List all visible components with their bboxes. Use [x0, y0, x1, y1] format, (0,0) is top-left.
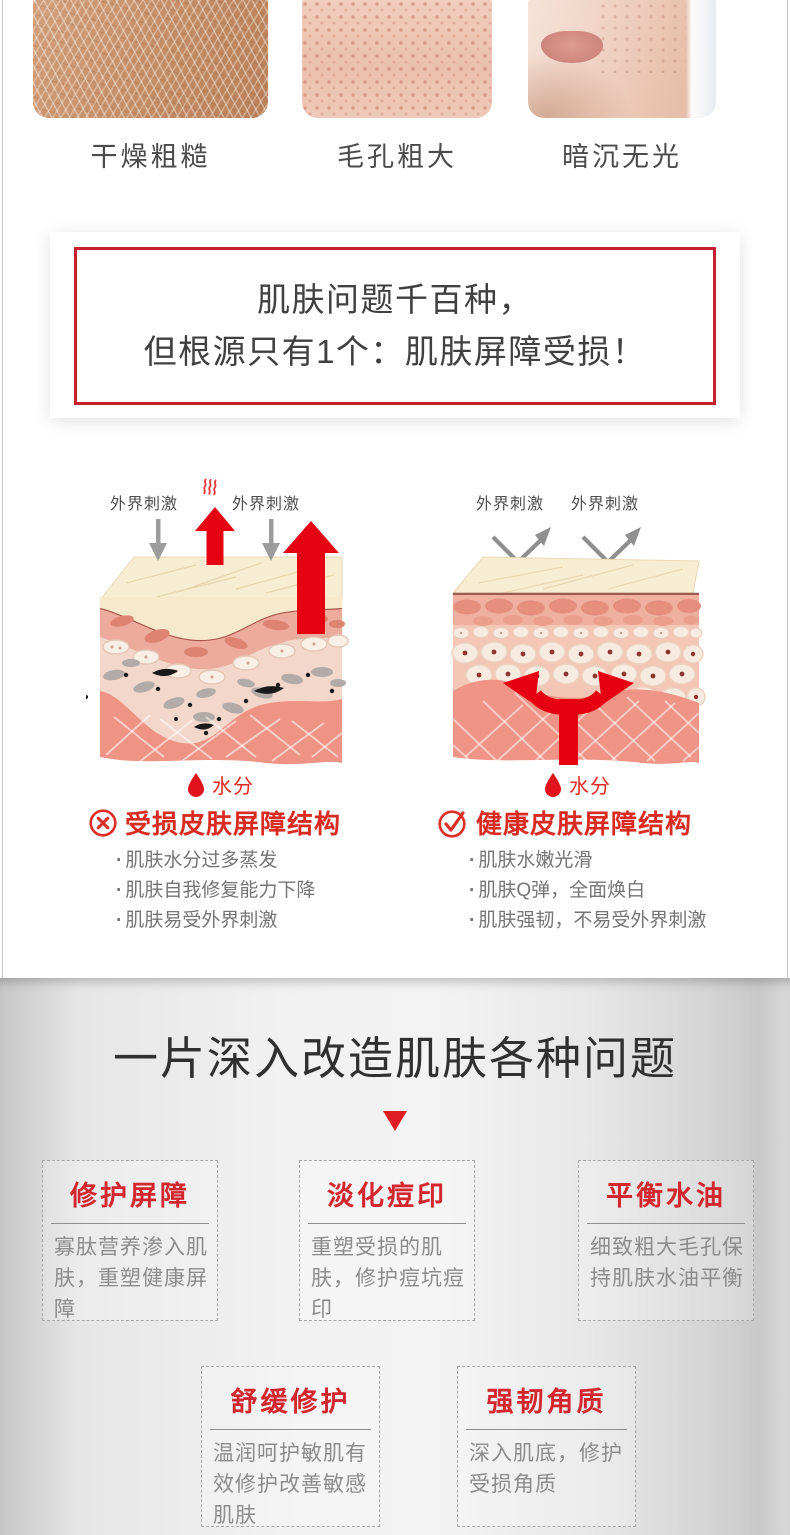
moisture-row: 水分 — [86, 770, 354, 799]
left-edge-line — [2, 0, 3, 978]
benefit-card-balance-water-oil: 平衡水油 细致粗大毛孔保持肌肤水油平衡 — [578, 1160, 754, 1321]
bullet-item: 肌肤强韧，不易受外界刺激 — [469, 906, 706, 936]
external-stimulus-arrow — [149, 519, 280, 561]
banner-line2: 但根源只有1个：肌肤屏障受损！ — [143, 333, 647, 370]
down-triangle-icon — [383, 1111, 407, 1131]
moisture-row: 水分 — [443, 770, 711, 799]
problem-item-dull: 暗沉无光 — [528, 0, 716, 174]
damaged-skin-illustration — [86, 507, 349, 770]
stimulus-label: 外界刺激 — [110, 496, 179, 513]
divider — [587, 1223, 745, 1224]
healthy-title-row: 健康皮肤屏障结构 — [437, 804, 692, 841]
benefit-desc: 重塑受损的肌肤，修护痘坑痘印 — [311, 1236, 465, 1321]
benefit-desc: 寡肽营养渗入肌肤，重塑健康屏障 — [54, 1236, 208, 1321]
right-edge-line — [787, 0, 788, 978]
bullet-item: 肌肤自我修复能力下降 — [116, 876, 315, 906]
heat-waves-icon — [203, 478, 217, 496]
benefit-card-strengthen-keratin: 强韧角质 深入肌底，修护受损角质 — [457, 1366, 636, 1527]
damaged-skin-diagram: 外界刺激 外界刺激 — [86, 478, 354, 952]
skin-problem-section: 干燥粗糙 毛孔粗大 暗沉无光 肌肤问题千百种， 但根源只有1个：肌肤屏障受损！ — [0, 0, 790, 978]
stimulus-label: 外界刺激 — [476, 496, 545, 513]
banner-card: 肌肤问题千百种， 但根源只有1个：肌肤屏障受损！ — [50, 232, 740, 418]
moisture-escape-arrow — [195, 507, 339, 634]
benefit-title: 平衡水油 — [606, 1181, 726, 1211]
damaged-bullet-list: 肌肤水分过多蒸发 肌肤自我修复能力下降 肌肤易受外界刺激 — [116, 846, 315, 936]
bullet-item: 肌肤水分过多蒸发 — [116, 846, 315, 876]
divider — [466, 1429, 627, 1430]
benefit-card-repair-barrier: 修护屏障 寡肽营养渗入肌肤，重塑健康屏障 — [42, 1160, 218, 1321]
healthy-title: 健康皮肤屏障结构 — [476, 809, 693, 839]
problem-item-pores: 毛孔粗大 — [302, 0, 492, 174]
stimulus-label: 外界刺激 — [571, 496, 640, 513]
circle-check-icon — [438, 809, 466, 838]
lips-shape — [541, 30, 604, 63]
photo-caption: 干燥粗糙 — [90, 142, 211, 172]
bullet-item: 肌肤水嫩光滑 — [469, 846, 706, 876]
damaged-title: 受损皮肤屏障结构 — [125, 809, 342, 839]
dry-rough-skin-photo — [33, 0, 268, 118]
dull-skin-face-photo — [528, 0, 716, 118]
healthy-skin-illustration — [451, 527, 706, 770]
moisture-label: 水分 — [569, 776, 611, 798]
benefit-desc: 细致粗大毛孔保持肌肤水油平衡 — [590, 1236, 744, 1290]
banner-red-border: 肌肤问题千百种， 但根源只有1个：肌肤屏障受损！ — [74, 247, 716, 405]
damaged-title-row: 受损皮肤屏障结构 — [88, 804, 341, 841]
divider — [51, 1223, 209, 1224]
benefit-card-soothe-repair: 舒缓修护 温润呵护敏肌有效修护改善敏感肌肤 — [201, 1366, 380, 1527]
benefits-heading: 一片深入改造肌肤各种问题 — [112, 1033, 677, 1084]
healthy-bullet-list: 肌肤水嫩光滑 肌肤Q弹，全面焕白 肌肤强韧，不易受外界刺激 — [469, 846, 706, 936]
benefit-title: 淡化痘印 — [327, 1181, 447, 1211]
problem-gallery: 干燥粗糙 毛孔粗大 暗沉无光 — [0, 0, 790, 175]
circle-cross-icon — [89, 808, 117, 837]
benefit-title: 舒缓修护 — [230, 1387, 351, 1417]
benefit-desc: 深入肌底，修护受损角质 — [469, 1442, 623, 1496]
benefit-desc: 温润呵护敏肌有效修护改善敏感肌肤 — [213, 1442, 367, 1527]
photo-caption: 毛孔粗大 — [337, 142, 457, 172]
bullet-item: 肌肤易受外界刺激 — [116, 906, 315, 936]
freckles-texture — [599, 2, 686, 74]
bullet-item: 肌肤Q弹，全面焕白 — [469, 876, 706, 906]
moisture-label: 水分 — [212, 776, 254, 798]
stimulus-label: 外界刺激 — [232, 496, 301, 513]
photo-caption: 暗沉无光 — [562, 142, 682, 172]
water-drop-icon — [545, 772, 561, 797]
enlarged-pores-photo — [302, 0, 492, 118]
benefit-title: 修护屏障 — [70, 1181, 190, 1211]
moisture-retain-arrow — [503, 671, 634, 765]
benefit-card-fade-acne-marks: 淡化痘印 重塑受损的肌肤，修护痘坑痘印 — [299, 1160, 475, 1321]
divider — [210, 1429, 371, 1430]
healthy-skin-diagram: 外界刺激 外界刺激 — [438, 480, 711, 952]
benefits-section: 一片深入改造肌肤各种问题 修护屏障 寡肽营养渗入肌肤，重塑健康屏障 淡化痘印 重… — [0, 978, 790, 1535]
problem-item-dry: 干燥粗糙 — [33, 0, 268, 174]
benefit-title: 强韧角质 — [486, 1387, 607, 1417]
banner-line1: 肌肤问题千百种， — [257, 281, 533, 318]
divider — [308, 1223, 466, 1224]
water-drop-icon — [188, 772, 204, 797]
